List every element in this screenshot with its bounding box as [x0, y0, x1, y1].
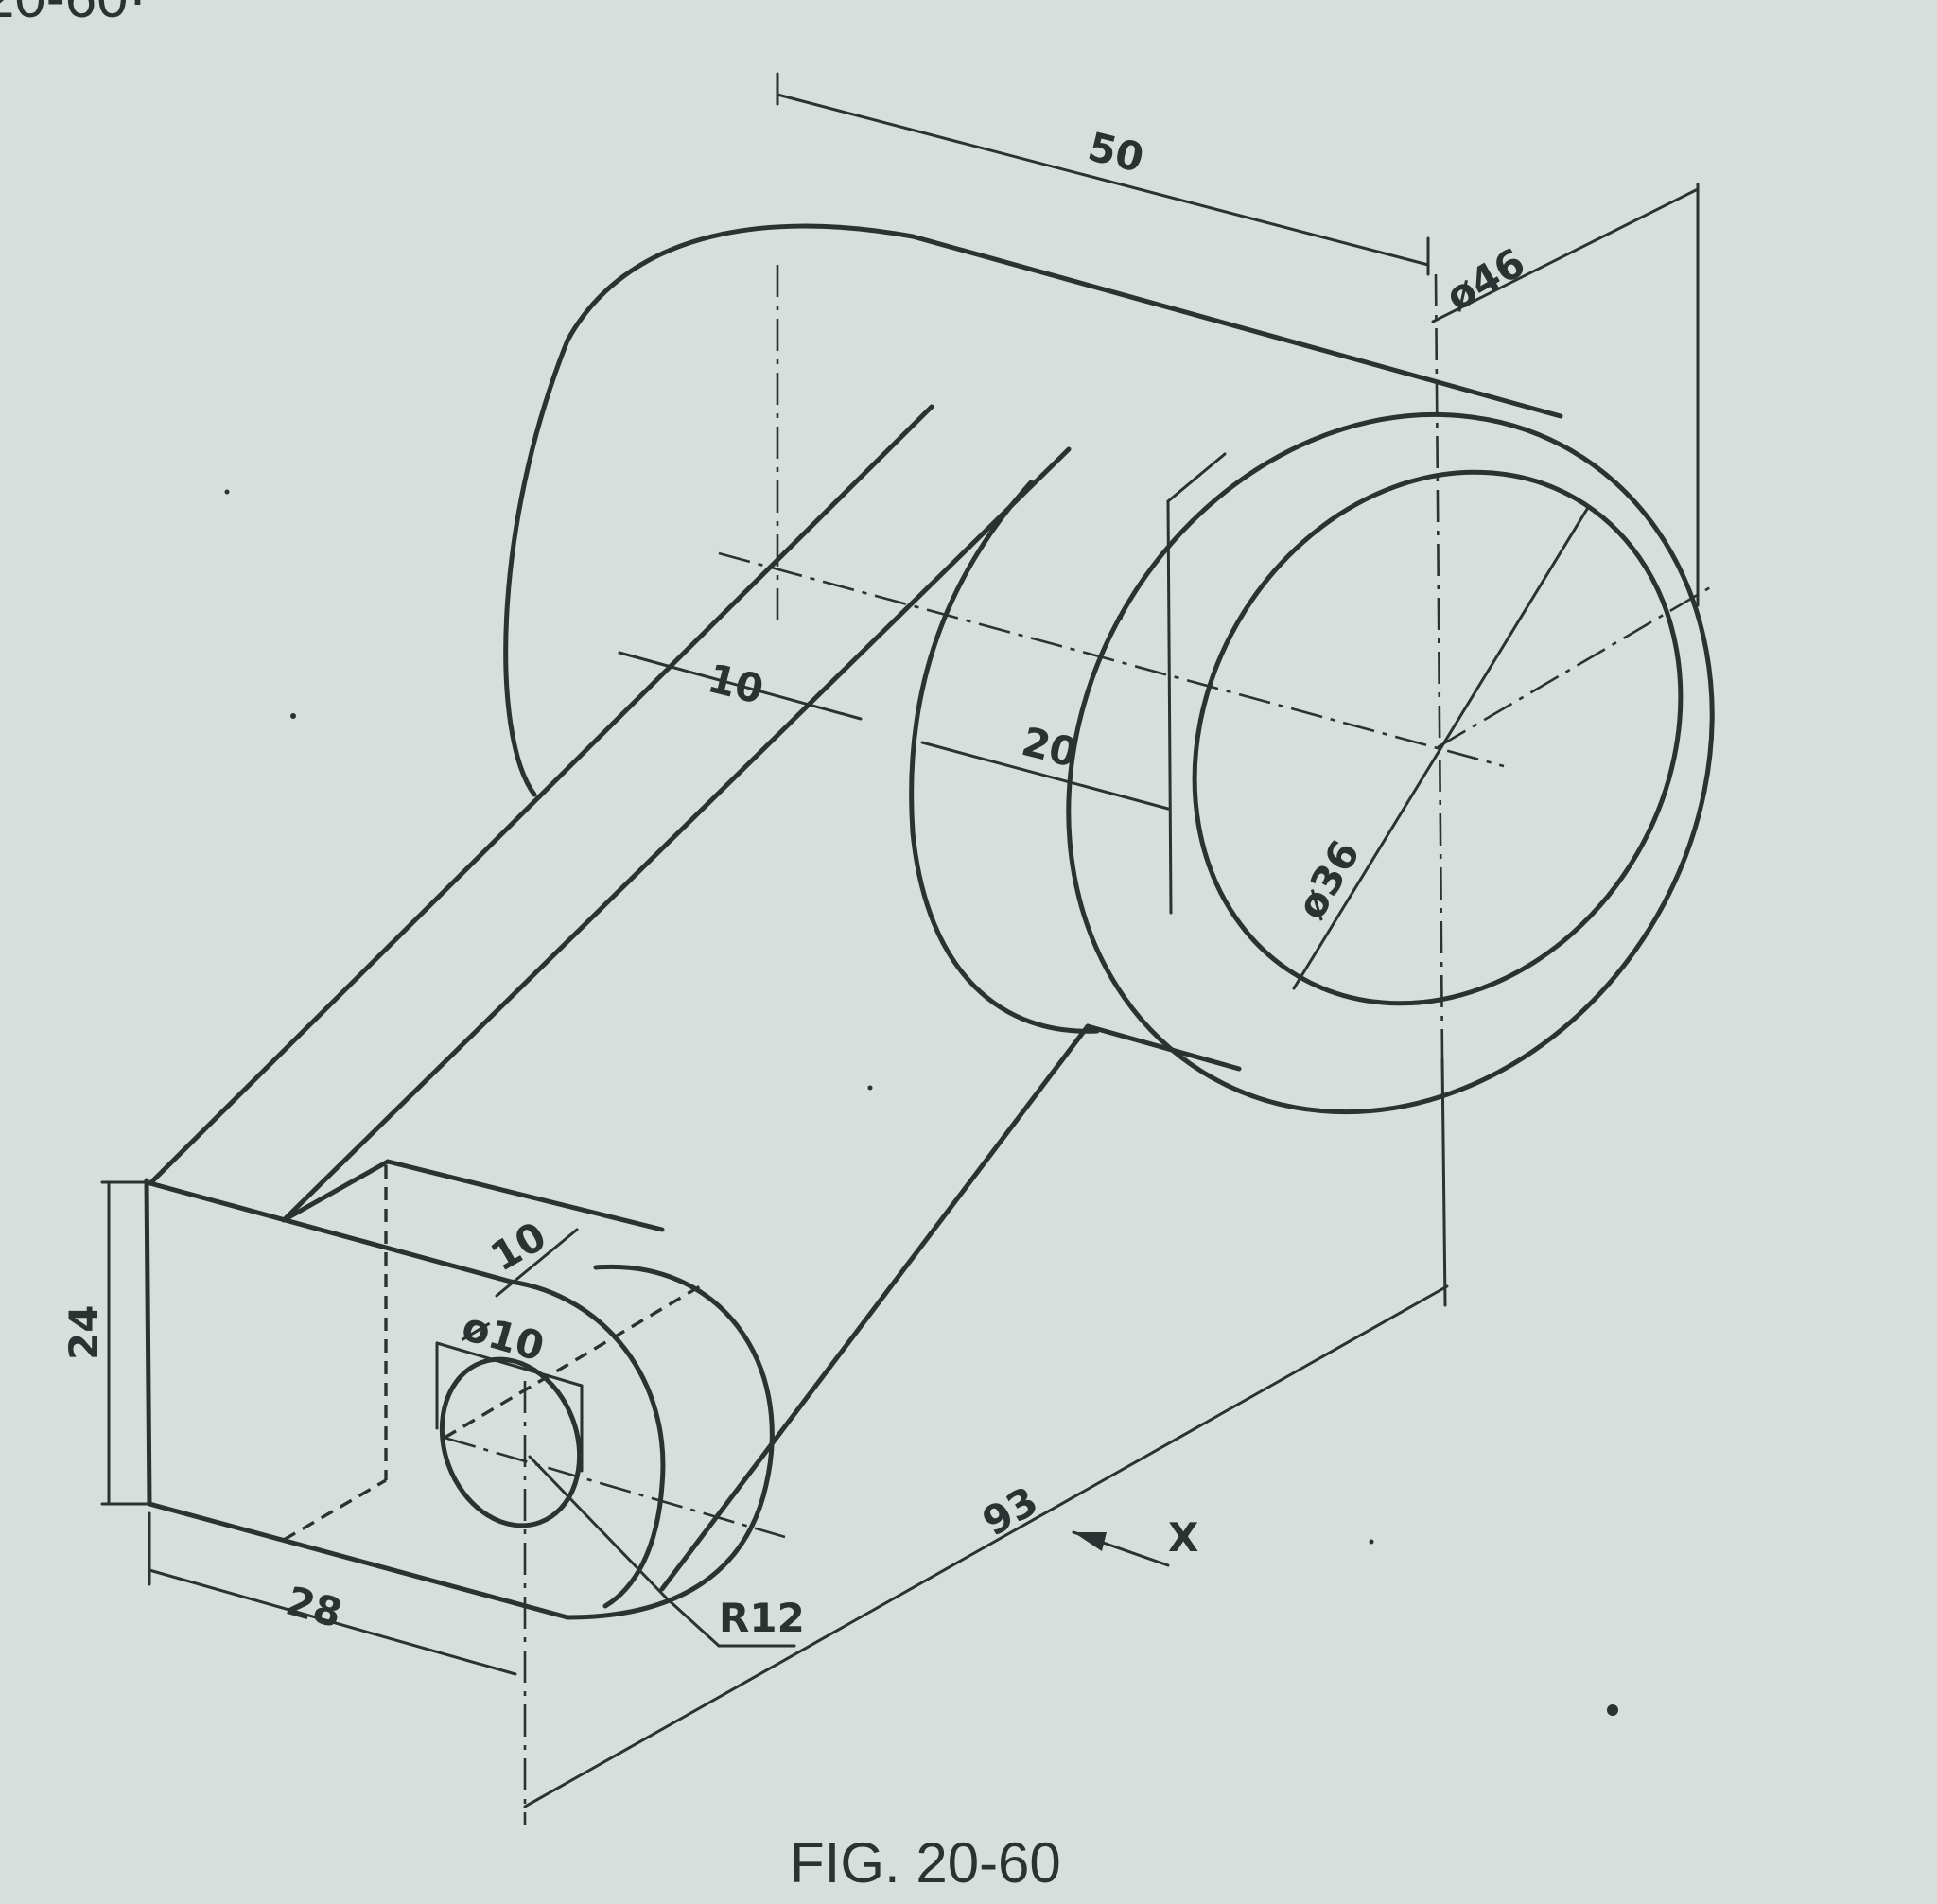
hub-front-outer	[1066, 411, 1715, 1115]
view-arrow-head	[1073, 1532, 1107, 1551]
boss-ledge	[281, 1159, 391, 1223]
paper-specks	[224, 489, 1618, 1716]
axis-front-vertical	[1434, 273, 1444, 1060]
dim-rib-thickness: 10	[704, 655, 769, 713]
hub-front-bore	[1192, 469, 1684, 1006]
view-label: X	[1168, 1514, 1198, 1561]
axis-front-horizontal	[1437, 585, 1713, 749]
top-fragment-text: 20-60·	[0, 0, 147, 29]
rib-right-top	[281, 446, 1072, 1223]
dim-hub-length: 20	[1018, 718, 1083, 777]
hub-back-silhouette	[503, 223, 916, 797]
cylinder-hub	[503, 223, 1715, 1115]
boss-outer-arc	[565, 1264, 775, 1620]
center-lines	[444, 265, 1713, 1825]
dim-base-width: 28	[281, 1578, 347, 1637]
boss-ledge-back	[385, 1159, 665, 1232]
dim-boss-radius: R12	[719, 1595, 805, 1641]
base-long-edge	[659, 1023, 1091, 1592]
base-top-edge	[144, 1179, 514, 1284]
hidden-bottom	[283, 1478, 387, 1542]
dim-hole-diameter: ø10	[457, 1303, 549, 1371]
boss-front-arc	[508, 1279, 666, 1609]
axis-hub	[718, 551, 1505, 768]
dim-height: 24	[61, 1305, 107, 1360]
hub-bottom-edge	[1085, 1023, 1242, 1072]
rib-and-base	[144, 404, 1091, 1620]
hub-top-edge	[910, 234, 1563, 419]
dimension-lines	[100, 72, 1700, 1808]
dim-outer-diameter: ø46	[1439, 239, 1533, 321]
figure-caption: FIG. 20-60	[790, 1831, 1061, 1895]
base-left-vertical	[144, 1178, 152, 1507]
dim-boss-width: 10	[483, 1213, 554, 1281]
base-bottom-edge	[147, 1501, 570, 1620]
rib-left-top	[148, 404, 934, 1185]
dim-total-length: 93	[975, 1477, 1046, 1546]
hub-near-curve	[909, 480, 1100, 1034]
dim-overall-length: 50	[1084, 123, 1149, 182]
axis-hole-a	[444, 1436, 786, 1539]
hidden-diagonal	[444, 1284, 701, 1440]
dim-inner-diameter: ø36	[1287, 832, 1369, 927]
boss-hole	[439, 1356, 583, 1528]
